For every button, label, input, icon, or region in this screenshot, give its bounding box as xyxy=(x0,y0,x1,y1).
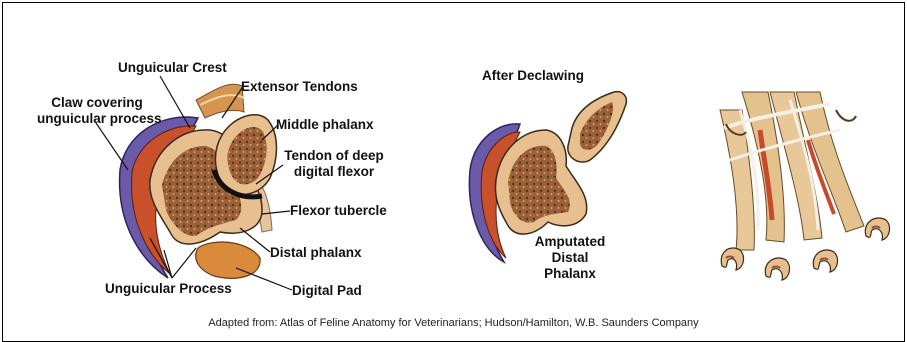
label-extensor-tendons: Extensor Tendons xyxy=(241,79,358,94)
tendons-diagram xyxy=(720,92,864,250)
label-amputated-line1: Amputated xyxy=(530,234,610,249)
declaw-illustration xyxy=(0,0,907,327)
label-distal-phalanx: Distal phalanx xyxy=(270,245,362,260)
label-tendon-deep-line2: digital flexor xyxy=(278,164,390,179)
label-amputated-line2: Distal xyxy=(530,250,610,265)
label-claw-covering-line2: unguicular process xyxy=(37,111,157,126)
source-credit: Adapted from: Atlas of Feline Anatomy fo… xyxy=(0,317,907,329)
label-amputated-line3: Phalanx xyxy=(530,266,610,281)
label-tendon-deep-line1: Tendon of deep xyxy=(278,148,390,163)
label-unguicular-process: Unguicular Process xyxy=(105,281,232,296)
label-unguicular-crest: Unguicular Crest xyxy=(118,60,227,75)
label-claw-covering-line1: Claw covering xyxy=(37,95,157,110)
label-after-declawing: After Declawing xyxy=(482,68,584,83)
label-flexor-tubercle: Flexor tubercle xyxy=(290,203,387,218)
label-digital-pad: Digital Pad xyxy=(292,283,362,298)
label-middle-phalanx: Middle phalanx xyxy=(276,117,374,132)
